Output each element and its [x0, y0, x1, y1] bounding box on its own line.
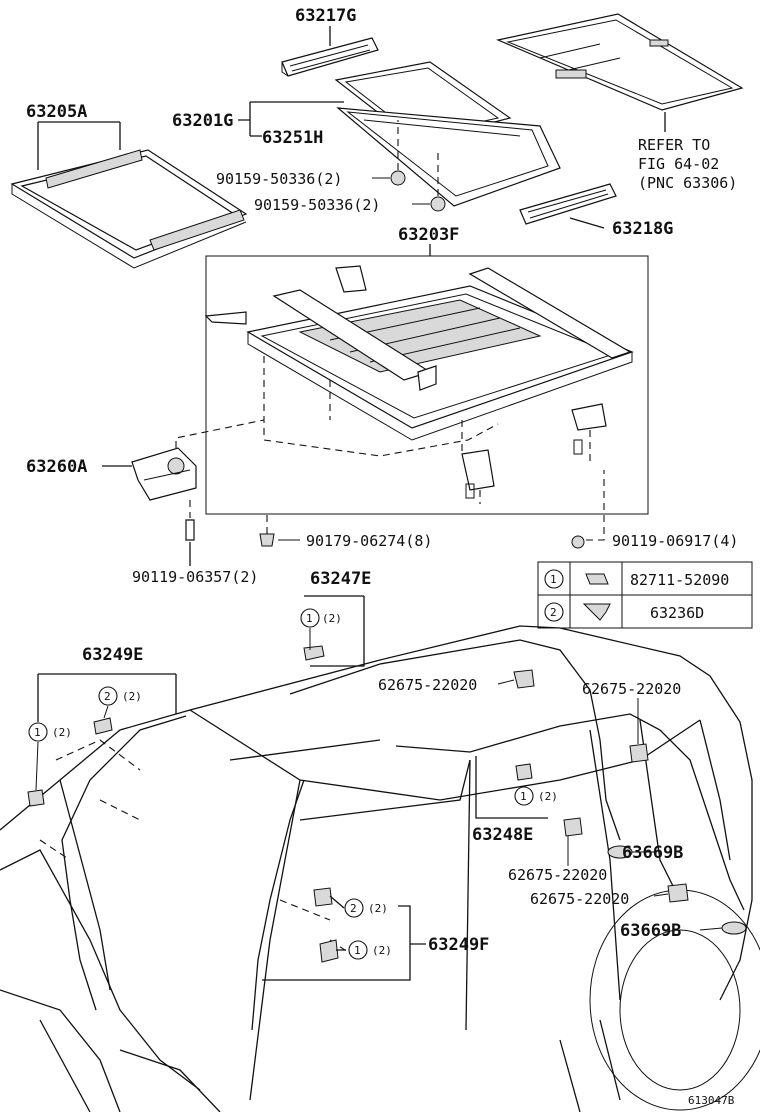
bolt-frame-left — [465, 439, 583, 499]
legend-table — [537, 561, 753, 629]
marker-63249f-one-qty: (2) — [372, 944, 392, 957]
label-90119-06917: 90119-06917(4) — [612, 532, 738, 550]
label-63218g: 63218G — [612, 219, 673, 239]
marker-63249f-one-text: 1 — [354, 944, 361, 957]
leader-63249e-clips — [35, 705, 109, 791]
clips-and-grommets — [27, 645, 747, 963]
refer-text-line3: (PNC 63306) — [638, 174, 737, 192]
label-62675-a: 62675-22020 — [378, 676, 477, 694]
box-63203f-assembly — [205, 255, 649, 515]
drain-hoses — [61, 639, 745, 1031]
marker-63249e-one-text: 1 — [34, 726, 41, 739]
label-63249f: 63249F — [428, 935, 489, 955]
leader-62675-d — [653, 893, 669, 897]
label-63669b-lower: 63669B — [620, 921, 681, 941]
hose-dashed-routing — [39, 739, 361, 961]
legend-row1-index: 1 — [550, 573, 557, 586]
marker-63249e-one — [28, 722, 48, 742]
part-63218g-side-rail — [519, 183, 617, 225]
leader-63247e — [304, 595, 365, 667]
marker-63249e-two-qty: (2) — [122, 690, 142, 703]
bolt-90119-06917 — [571, 470, 605, 549]
label-90159-upper: 90159-50336(2) — [216, 170, 342, 188]
legend-row2-index: 2 — [550, 606, 557, 619]
leader-63249e — [37, 673, 177, 722]
refer-text-line2: FIG 64-02 — [638, 155, 719, 173]
frame-dashed-projections — [263, 356, 591, 504]
label-63205a: 63205A — [26, 102, 87, 122]
label-90119-06357: 90119-06357(2) — [132, 568, 258, 586]
label-63203f: 63203F — [398, 225, 459, 245]
label-63217g: 63217G — [295, 6, 356, 26]
label-62675-b: 62675-22020 — [582, 680, 681, 698]
marker-63247e-qty: (2) — [322, 612, 342, 625]
marker-63248e-one-text: 1 — [520, 790, 527, 803]
bolt-90159-upper — [390, 120, 406, 186]
marker-63249e-two — [98, 686, 118, 706]
marker-63249e-two-text: 2 — [104, 690, 111, 703]
label-63248e: 63248E — [472, 825, 533, 845]
label-63201g: 63201G — [172, 111, 233, 131]
refer-text-line1: REFER TO — [638, 136, 710, 154]
leader-63248e — [475, 756, 548, 819]
marker-63249f-two-qty: (2) — [368, 902, 388, 915]
figure-code: 613047B — [688, 1094, 735, 1107]
leader-63669b-lower — [699, 927, 723, 931]
label-90179: 90179-06274(8) — [306, 532, 432, 550]
label-62675-d: 62675-22020 — [530, 890, 629, 908]
label-63249e: 63249E — [82, 645, 143, 665]
leader-62675-a — [497, 679, 515, 685]
marker-63249f-two-text: 2 — [350, 902, 357, 915]
marker-63248e-one-qty: (2) — [538, 790, 558, 803]
vehicle-outline — [0, 625, 760, 1112]
part-63217g-deflector-rail — [281, 37, 379, 77]
motor-dashed-link — [175, 419, 265, 518]
label-63247e: 63247E — [310, 569, 371, 589]
label-63251h: 63251H — [262, 128, 323, 148]
marker-63249e-one-qty: (2) — [52, 726, 72, 739]
bolt-90159-lower — [430, 150, 446, 212]
marker-63249f-one — [348, 940, 368, 960]
marker-63247e-one — [300, 608, 320, 628]
label-63669b-upper: 63669B — [622, 843, 683, 863]
bolt-90179 — [259, 510, 275, 547]
leader-63249f — [262, 895, 426, 981]
label-62675-c: 62675-22020 — [508, 866, 607, 884]
part-63203f-sunroof-frame-assembly — [204, 265, 634, 491]
label-63260a: 63260A — [26, 457, 87, 477]
sunroof-glass-panel — [496, 13, 744, 111]
legend-row2-part: 63236D — [650, 604, 704, 622]
part-63251h-weatherstrip — [336, 107, 561, 207]
part-63260a-sunroof-motor — [131, 447, 197, 541]
legend-row1-part: 82711-52090 — [630, 571, 729, 589]
marker-63247e-one-text: 1 — [306, 612, 313, 625]
leader-63201g-63251h — [238, 101, 344, 137]
leader-63218g — [569, 217, 605, 229]
label-90159-lower: 90159-50336(2) — [254, 196, 380, 214]
marker-63249f-two — [344, 898, 364, 918]
part-63205a-housing-frame — [10, 149, 248, 269]
leader-63205a — [37, 121, 121, 170]
marker-63248e-one — [514, 786, 534, 806]
